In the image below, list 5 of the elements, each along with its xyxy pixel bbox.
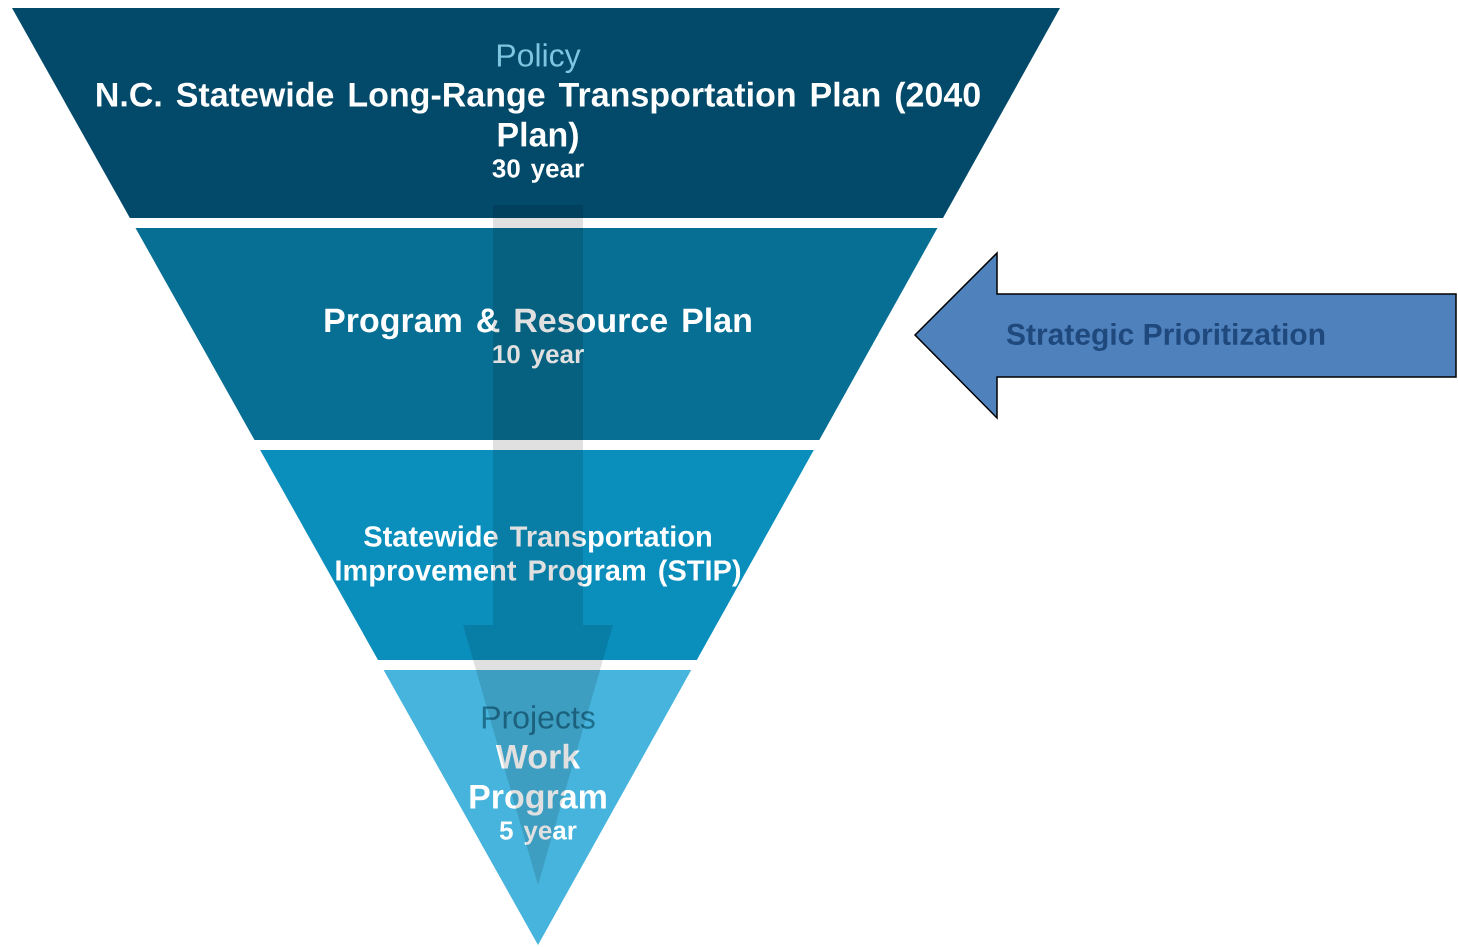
band: Statewide Transportation Improvement Program (STIP) xyxy=(260,450,814,660)
band: Projects Work Program 5 year xyxy=(383,670,692,945)
band: Policy N.C. Statewide Long-Range Transportation Plan (2040 Plan) 30 year xyxy=(12,8,1060,218)
block-arrow xyxy=(463,205,613,885)
band: Program & Resource Plan 10 year xyxy=(135,228,938,440)
